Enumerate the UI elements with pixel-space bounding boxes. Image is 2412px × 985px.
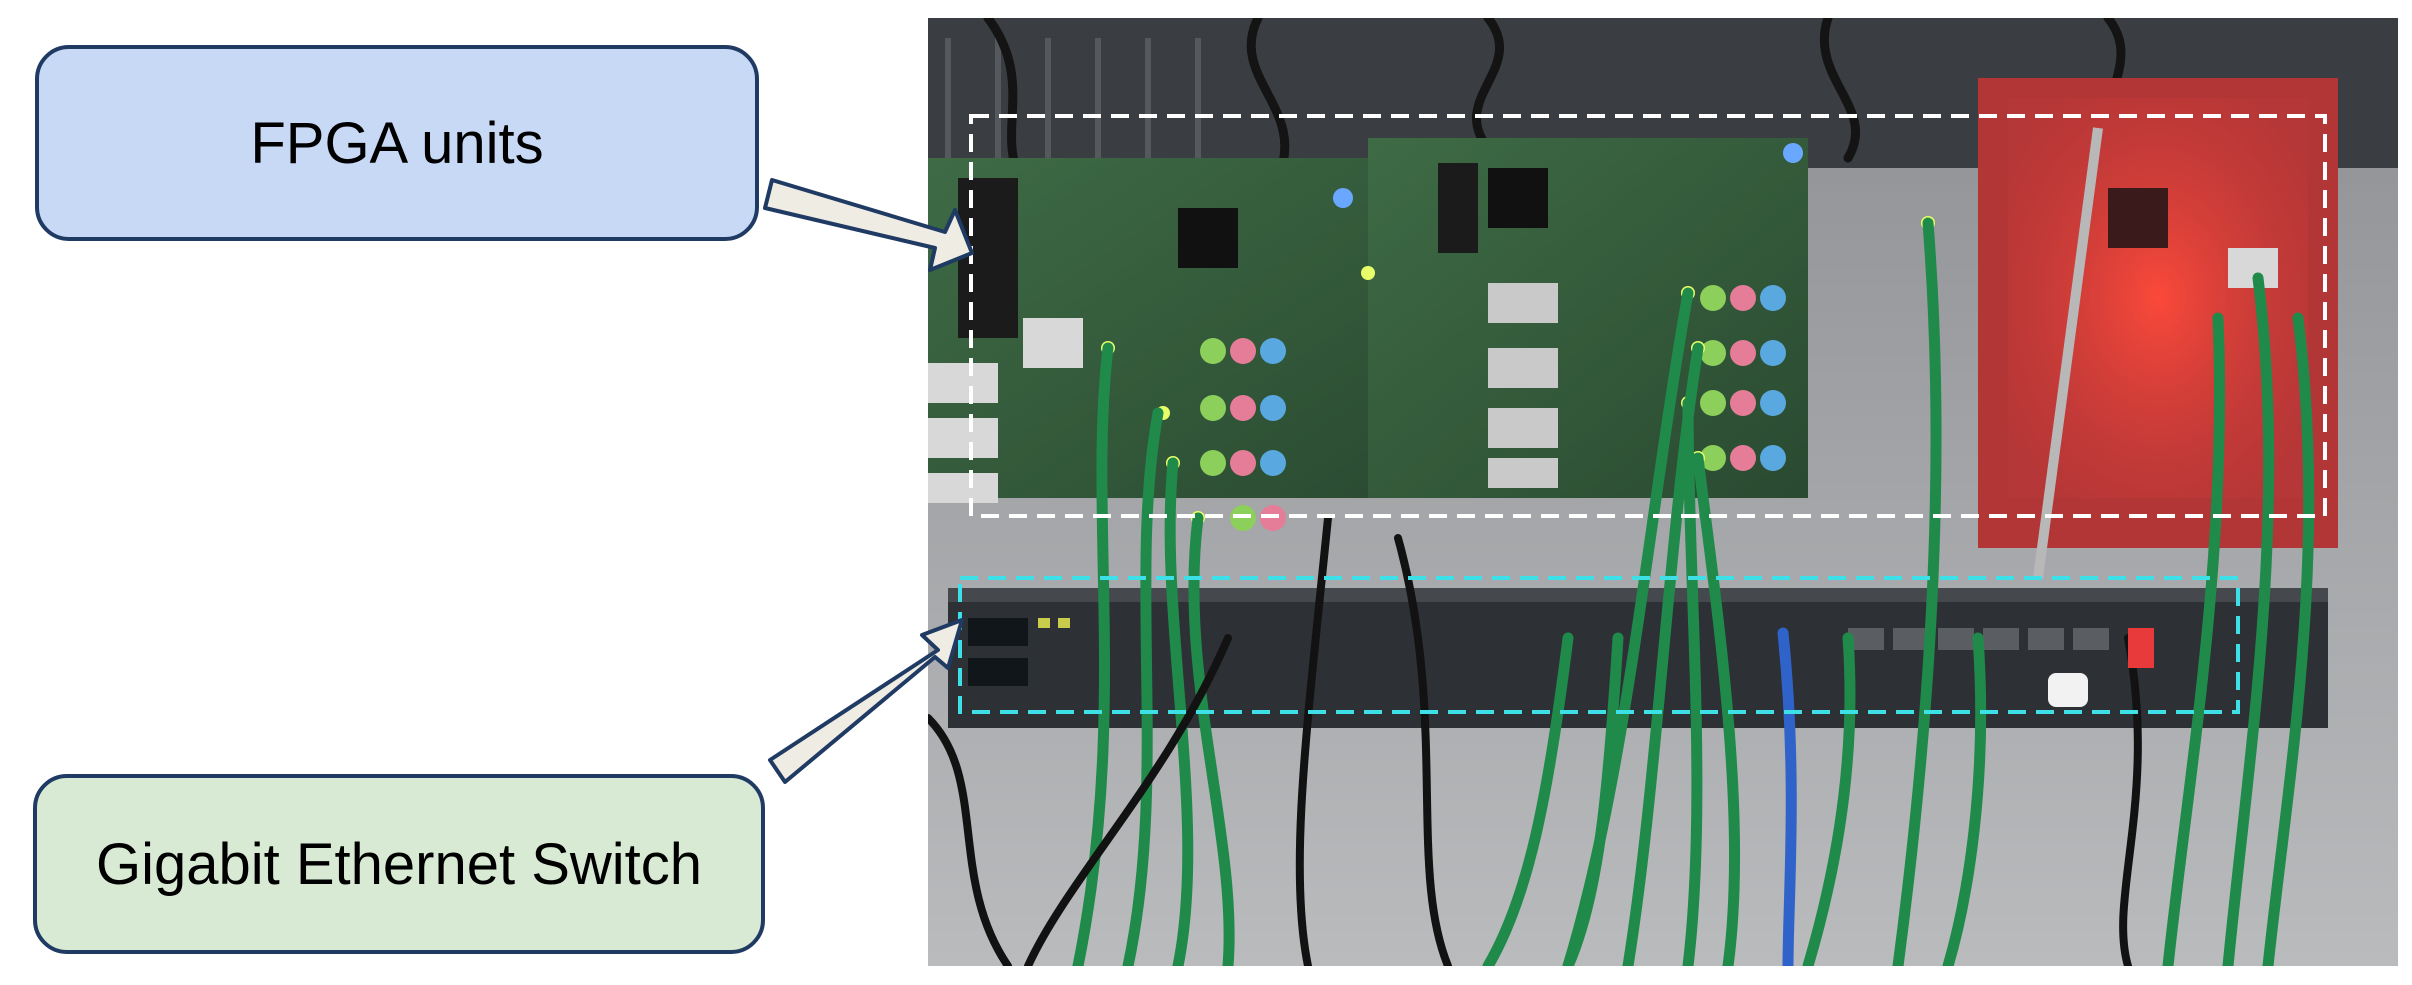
hardware-photo — [928, 18, 2398, 966]
fpga-units-callout: FPGA units — [35, 45, 759, 241]
fpga-units-label: FPGA units — [250, 110, 544, 176]
fpga-arrow-icon — [763, 178, 974, 272]
fpga-highlight-box — [969, 114, 2327, 518]
gigabit-switch-label: Gigabit Ethernet Switch — [95, 831, 703, 897]
switch-highlight-box — [958, 576, 2240, 714]
gigabit-switch-callout: Gigabit Ethernet Switch — [33, 774, 765, 954]
switch-arrow-icon — [768, 618, 964, 784]
